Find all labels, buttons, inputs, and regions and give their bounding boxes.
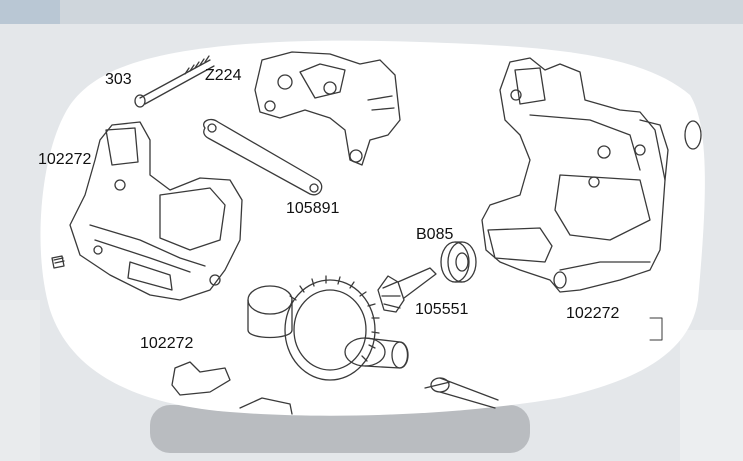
link-part (203, 118, 323, 196)
part-label-right-bulkhead: 102272 (566, 305, 620, 322)
bearing (440, 241, 477, 283)
edge-part (684, 120, 702, 150)
part-label-left-bulkhead: 102272 (38, 151, 92, 168)
differential (247, 275, 409, 381)
left-bulkhead (69, 121, 243, 301)
part-label-pin: Z224 (205, 67, 242, 84)
part-label-bearing: B085 (416, 226, 454, 243)
pin (51, 255, 65, 269)
lower-bracket (171, 361, 293, 415)
part-label-pinion: 105551 (415, 301, 469, 318)
right-bulkhead (481, 57, 669, 293)
part-label-screw: 303 (105, 71, 132, 88)
cutout-paper (40, 40, 705, 416)
part-label-bottom-bulkhead: 102272 (140, 335, 194, 352)
upper-mount (254, 51, 401, 166)
pinion-gear (377, 267, 437, 313)
right-tab (649, 317, 663, 341)
part-label-link: 105891 (286, 200, 340, 217)
dogbone (424, 377, 499, 409)
screw (134, 55, 215, 108)
